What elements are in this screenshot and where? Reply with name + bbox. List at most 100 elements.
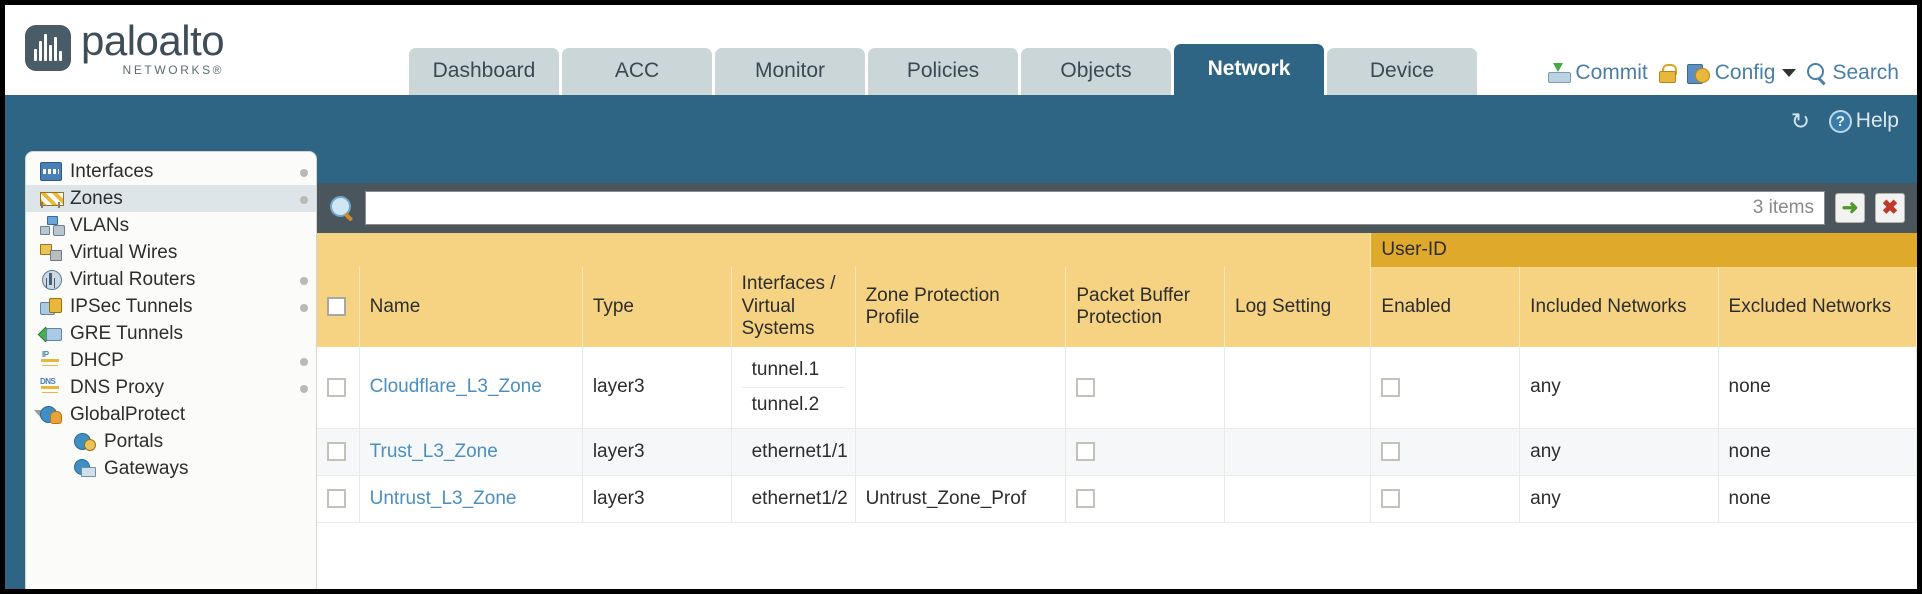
- sidebar-item-label: Virtual Routers: [70, 268, 196, 290]
- sidebar-item-interfaces[interactable]: Interfaces: [26, 158, 316, 185]
- sidebar-item-label: Zones: [70, 187, 123, 209]
- sidebar-item-dhcp[interactable]: DHCP: [26, 347, 316, 374]
- sidebar-item-label: DNS Proxy: [70, 376, 164, 398]
- config-menu[interactable]: Config: [1686, 61, 1797, 85]
- sidebar-item-globalprotect[interactable]: GlobalProtect: [26, 401, 316, 428]
- column-header-included-networks[interactable]: Included Networks: [1519, 267, 1719, 347]
- clear-filter-button[interactable]: ✖: [1875, 193, 1905, 223]
- packet-buffer-protection-checkbox[interactable]: [1076, 489, 1096, 509]
- cell-userid-enabled: [1370, 428, 1521, 476]
- column-header-interfaces[interactable]: Interfaces / Virtual Systems: [731, 267, 856, 347]
- sidebar-item-gre-tunnels[interactable]: GRE Tunnels: [26, 320, 316, 347]
- tab-objects[interactable]: Objects: [1021, 48, 1171, 95]
- zone-name-link[interactable]: Cloudflare_L3_Zone: [369, 376, 542, 398]
- table-row[interactable]: Cloudflare_L3_Zone layer3 tunnel.1 tunne…: [317, 346, 1917, 429]
- cell-zone-type: layer3: [582, 428, 732, 476]
- unlock-icon[interactable]: [1658, 63, 1677, 83]
- search-label: Search: [1832, 61, 1899, 84]
- userid-enabled-checkbox[interactable]: [1381, 489, 1401, 509]
- search-input[interactable]: [366, 192, 1753, 224]
- status-dot: [300, 304, 308, 312]
- status-dot: [300, 385, 308, 393]
- filter-toolbar: 3 items ➜ ✖: [317, 183, 1917, 233]
- interface-entry: tunnel.2: [751, 393, 820, 415]
- table-row[interactable]: Trust_L3_Zone layer3 ethernet1/1 any: [317, 428, 1917, 476]
- sidebar-item-vlans[interactable]: VLANs: [26, 212, 316, 239]
- interface-entry: ethernet1/1: [751, 440, 848, 462]
- packet-buffer-protection-checkbox[interactable]: [1076, 442, 1096, 462]
- help-link[interactable]: ? Help: [1828, 109, 1899, 133]
- filter-field-wrapper: 3 items: [365, 191, 1825, 225]
- zone-name-link[interactable]: Trust_L3_Zone: [369, 440, 498, 462]
- cell-zone-type: layer3: [582, 346, 732, 429]
- row-checkbox[interactable]: [327, 377, 346, 397]
- tab-dashboard[interactable]: Dashboard: [409, 48, 559, 95]
- tab-acc[interactable]: ACC: [562, 48, 712, 95]
- sidebar-item-gateways[interactable]: Gateways: [26, 455, 316, 482]
- row-checkbox[interactable]: [327, 442, 346, 462]
- cell-included-networks: any: [1519, 475, 1719, 523]
- sidebar-item-label: Portals: [104, 430, 164, 452]
- cell-zone-name: Untrust_L3_Zone: [359, 475, 583, 523]
- search-icon: [1807, 63, 1827, 83]
- help-icon: ?: [1828, 109, 1852, 133]
- virtual-wires-icon: [40, 243, 62, 262]
- status-dot: [300, 277, 308, 285]
- userid-enabled-checkbox[interactable]: [1381, 377, 1401, 397]
- sidebar-item-portals[interactable]: Portals: [26, 428, 316, 455]
- column-header-packet-buffer-protection[interactable]: Packet Buffer Protection: [1065, 267, 1226, 347]
- column-header-name[interactable]: Name: [359, 267, 583, 347]
- sidebar-item-label: VLANs: [70, 214, 130, 236]
- filter-search-icon[interactable]: [329, 195, 355, 221]
- brand-tagline: NETWORKS®: [122, 63, 225, 77]
- tab-policies[interactable]: Policies: [868, 48, 1018, 95]
- cell-userid-enabled: [1370, 346, 1521, 429]
- vlans-icon: [40, 216, 62, 235]
- tab-monitor[interactable]: Monitor: [715, 48, 865, 95]
- arrow-right-icon: ➜: [1841, 197, 1859, 219]
- row-select-cell: [317, 428, 360, 476]
- userid-enabled-checkbox[interactable]: [1381, 442, 1401, 462]
- apply-filter-button[interactable]: ➜: [1835, 193, 1865, 223]
- refresh-icon[interactable]: ↻: [1790, 108, 1811, 134]
- column-header-type[interactable]: Type: [582, 267, 732, 347]
- column-header-userid-enabled[interactable]: Enabled: [1370, 267, 1521, 347]
- status-dot: [300, 358, 308, 366]
- gre-tunnels-icon: [40, 324, 62, 343]
- header-actions: Commit Config Search: [1547, 61, 1899, 85]
- tab-network[interactable]: Network: [1174, 44, 1324, 95]
- zones-content-panel: 3 items ➜ ✖ User-ID: [317, 183, 1917, 589]
- interface-entry: ethernet1/2: [751, 487, 848, 509]
- sidebar-item-virtual-wires[interactable]: Virtual Wires: [26, 239, 316, 266]
- config-label: Config: [1714, 61, 1776, 84]
- sidebar-item-virtual-routers[interactable]: Virtual Routers: [26, 266, 316, 293]
- sidebar-item-dns-proxy[interactable]: DNS Proxy: [26, 374, 316, 401]
- column-header-zone-protection-profile[interactable]: Zone Protection Profile: [855, 267, 1067, 347]
- dhcp-icon: [40, 350, 62, 370]
- tab-device[interactable]: Device: [1327, 48, 1477, 95]
- cell-log-setting: [1224, 475, 1372, 523]
- table-row[interactable]: Untrust_L3_Zone layer3 ethernet1/2 Untru…: [317, 475, 1917, 523]
- sidebar-item-ipsec-tunnels[interactable]: IPSec Tunnels: [26, 293, 316, 320]
- column-header-log-setting[interactable]: Log Setting: [1224, 267, 1372, 347]
- status-dot: [300, 169, 308, 177]
- select-all-checkbox[interactable]: [327, 297, 346, 317]
- cell-packet-buffer-protection: [1065, 475, 1226, 523]
- cell-userid-enabled: [1370, 475, 1521, 523]
- dns-proxy-icon: [40, 377, 62, 397]
- group-header-spacer: [317, 233, 1372, 268]
- utility-row: ↻ ? Help: [1791, 109, 1899, 133]
- column-header-excluded-networks[interactable]: Excluded Networks: [1718, 267, 1917, 347]
- table-group-header-row: User-ID: [317, 233, 1917, 268]
- zone-name-link[interactable]: Untrust_L3_Zone: [369, 487, 517, 509]
- select-all-header: [317, 267, 360, 347]
- interface-entry: tunnel.1: [741, 353, 845, 388]
- sidebar-item-label: Gateways: [104, 457, 189, 479]
- packet-buffer-protection-checkbox[interactable]: [1076, 377, 1096, 397]
- row-checkbox[interactable]: [327, 489, 346, 509]
- cell-log-setting: [1224, 428, 1372, 476]
- sidebar-item-zones[interactable]: Zones: [26, 185, 316, 212]
- commit-button[interactable]: Commit: [1547, 61, 1648, 85]
- search-button[interactable]: Search: [1807, 61, 1899, 85]
